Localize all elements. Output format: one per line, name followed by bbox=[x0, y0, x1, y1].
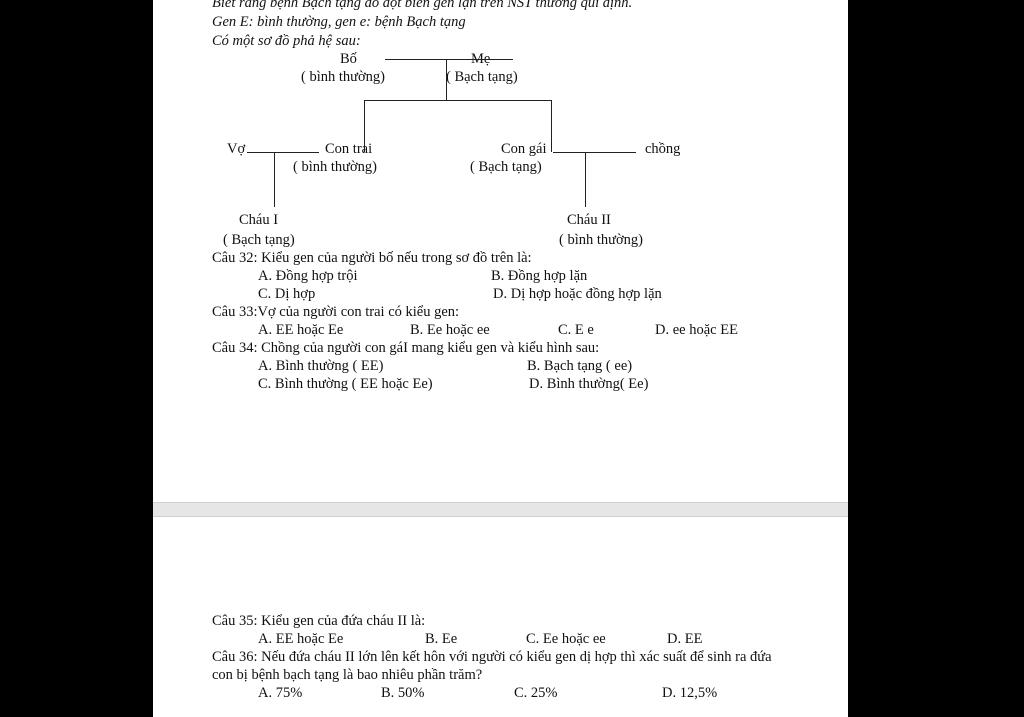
question-32-option-a: A. Đồng hợp trội bbox=[258, 268, 358, 284]
son-marriage-line bbox=[247, 152, 319, 153]
page-separator bbox=[153, 502, 848, 517]
question-34-stem: Câu 34: Chồng của người con gáI mang kiể… bbox=[212, 340, 600, 356]
question-32-option-d: D. Dị hợp hoặc đồng hợp lặn bbox=[493, 286, 662, 302]
question-32-option-c: C. Dị hợp bbox=[258, 286, 316, 302]
question-35-option-c: C. Ee hoặc ee bbox=[526, 631, 606, 647]
mother-status: ( Bạch tạng) bbox=[446, 69, 518, 85]
question-36-option-d: D. 12,5% bbox=[662, 685, 718, 701]
question-35-option-a: A. EE hoặc Ee bbox=[258, 631, 344, 647]
intro-line-2: Gen E: bình thường, gen e: bệnh Bạch tạn… bbox=[212, 14, 466, 30]
question-33-option-d: D. ee hoặc EE bbox=[655, 322, 738, 338]
grandchild1-label: Cháu I bbox=[239, 212, 279, 228]
father-label: Bố bbox=[340, 51, 357, 67]
document-page-2 bbox=[153, 517, 848, 717]
question-34-option-d: D. Bình thường( Ee) bbox=[529, 376, 649, 392]
husband-label: chồng bbox=[645, 141, 681, 157]
daughter-status: ( Bạch tạng) bbox=[470, 159, 542, 175]
question-33-option-b: B. Ee hoặc ee bbox=[410, 322, 490, 338]
daughter-label: Con gái bbox=[501, 141, 547, 157]
parents-descent-line bbox=[446, 59, 447, 101]
daughter-marriage-line bbox=[553, 152, 636, 153]
question-35-option-d: D. EE bbox=[667, 631, 703, 647]
grandchild1-status: ( Bạch tạng) bbox=[223, 232, 295, 248]
parents-marriage-line bbox=[385, 59, 513, 60]
intro-line-1: Biết rằng bệnh Bạch tạng do đột biến gen… bbox=[212, 0, 633, 11]
question-36-option-c: C. 25% bbox=[514, 685, 558, 701]
intro-line-3: Có một sơ đồ phả hệ sau: bbox=[212, 33, 361, 49]
siblings-line bbox=[364, 100, 552, 101]
son-status: ( bình thường) bbox=[293, 159, 377, 175]
question-34-option-c: C. Bình thường ( EE hoặc Ee) bbox=[258, 376, 433, 392]
grandchild2-status: ( bình thường) bbox=[559, 232, 643, 248]
question-32-stem: Câu 32: Kiểu gen của người bố nếu trong … bbox=[212, 250, 532, 266]
question-32-option-b: B. Đồng hợp lặn bbox=[491, 268, 588, 284]
father-status: ( bình thường) bbox=[301, 69, 385, 85]
question-36-stem-line-1: Câu 36: Nếu đứa cháu II lớn lên kết hôn … bbox=[212, 649, 772, 665]
grandchild1-descent-line bbox=[274, 152, 275, 207]
grandchild2-label: Cháu II bbox=[567, 212, 611, 228]
question-33-option-c: C. E e bbox=[558, 322, 594, 338]
grandchild2-descent-line bbox=[585, 152, 586, 207]
question-34-option-b: B. Bạch tạng ( ee) bbox=[527, 358, 633, 374]
daughter-descent-line bbox=[551, 100, 552, 152]
document-page-1 bbox=[153, 0, 848, 502]
question-36-option-b: B. 50% bbox=[381, 685, 425, 701]
question-35-option-b: B. Ee bbox=[425, 631, 458, 647]
question-34-option-a: A. Bình thường ( EE) bbox=[258, 358, 384, 374]
wife-label: Vợ bbox=[227, 141, 246, 157]
son-label: Con trai bbox=[325, 141, 373, 157]
question-36-option-a: A. 75% bbox=[258, 685, 303, 701]
question-33-option-a: A. EE hoặc Ee bbox=[258, 322, 344, 338]
question-33-stem: Câu 33:Vợ của người con trai có kiểu gen… bbox=[212, 304, 460, 320]
son-descent-line bbox=[364, 100, 365, 152]
question-36-stem-line-2: con bị bệnh bạch tạng là bao nhiêu phần … bbox=[212, 667, 483, 683]
question-35-stem: Câu 35: Kiểu gen của đứa cháu II là: bbox=[212, 613, 426, 629]
